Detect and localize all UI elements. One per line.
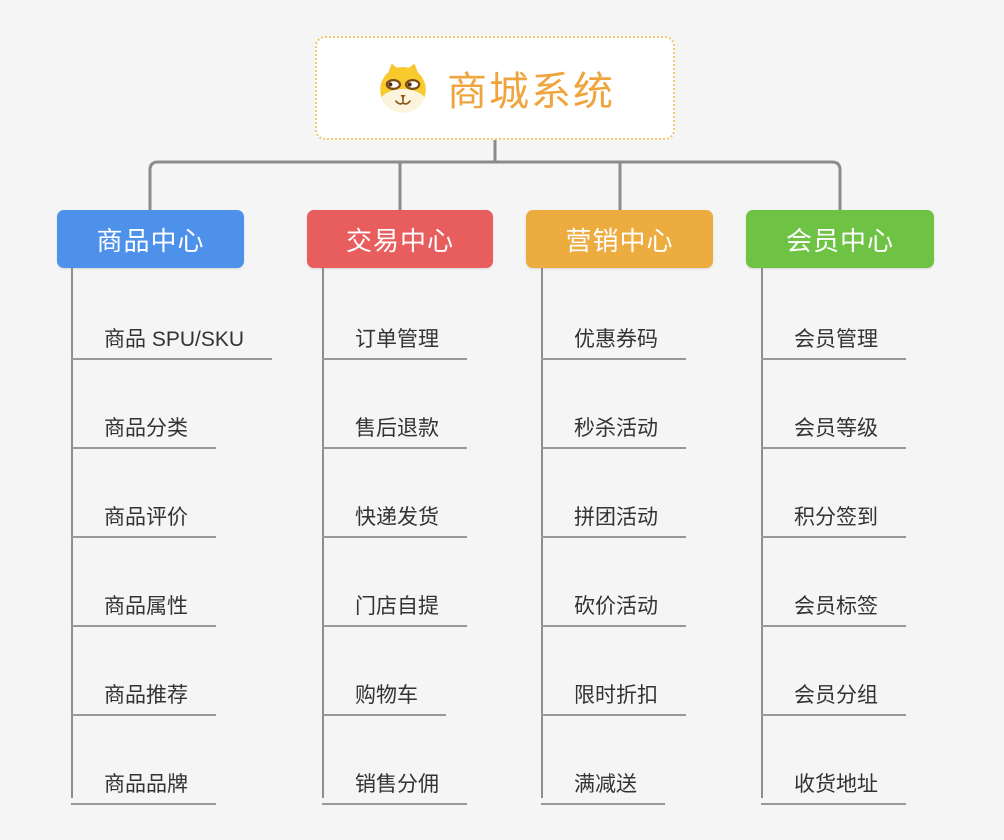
child-node[interactable]: 会员标签 bbox=[761, 580, 906, 627]
branch-column-line bbox=[71, 268, 73, 798]
child-node[interactable]: 秒杀活动 bbox=[541, 402, 686, 449]
branch-column-line bbox=[541, 268, 543, 798]
child-node[interactable]: 收货地址 bbox=[761, 758, 906, 805]
child-node[interactable]: 快递发货 bbox=[322, 491, 467, 538]
child-node[interactable]: 商品分类 bbox=[71, 402, 216, 449]
child-node[interactable]: 限时折扣 bbox=[541, 669, 686, 716]
child-node[interactable]: 会员等级 bbox=[761, 402, 906, 449]
child-node[interactable]: 商品品牌 bbox=[71, 758, 216, 805]
child-node[interactable]: 订单管理 bbox=[322, 313, 467, 360]
shiba-dog-icon bbox=[375, 60, 431, 116]
child-node[interactable]: 拼团活动 bbox=[541, 491, 686, 538]
child-node[interactable]: 积分签到 bbox=[761, 491, 906, 538]
child-node[interactable]: 购物车 bbox=[322, 669, 446, 716]
child-node[interactable]: 商品评价 bbox=[71, 491, 216, 538]
root-node-title: 商城系统 bbox=[447, 70, 615, 114]
child-node[interactable]: 砍价活动 bbox=[541, 580, 686, 627]
branch-node-product-center[interactable]: 商品中心 bbox=[57, 210, 244, 268]
child-node[interactable]: 满减送 bbox=[541, 758, 665, 805]
child-node[interactable]: 优惠券码 bbox=[541, 313, 686, 360]
child-node[interactable]: 商品属性 bbox=[71, 580, 216, 627]
branch-column-line bbox=[322, 268, 324, 798]
child-node[interactable]: 会员管理 bbox=[761, 313, 906, 360]
root-node[interactable]: 商城系统 bbox=[315, 36, 675, 140]
branch-node-member-center[interactable]: 会员中心 bbox=[746, 210, 934, 268]
branch-node-trade-center[interactable]: 交易中心 bbox=[307, 210, 493, 268]
branch-node-marketing-center[interactable]: 营销中心 bbox=[526, 210, 713, 268]
child-node[interactable]: 会员分组 bbox=[761, 669, 906, 716]
branch-column-line bbox=[761, 268, 763, 798]
child-node[interactable]: 销售分佣 bbox=[322, 758, 467, 805]
child-node[interactable]: 售后退款 bbox=[322, 402, 467, 449]
child-node[interactable]: 门店自提 bbox=[322, 580, 467, 627]
child-node[interactable]: 商品 SPU/SKU bbox=[71, 313, 273, 360]
child-node[interactable]: 商品推荐 bbox=[71, 669, 216, 716]
